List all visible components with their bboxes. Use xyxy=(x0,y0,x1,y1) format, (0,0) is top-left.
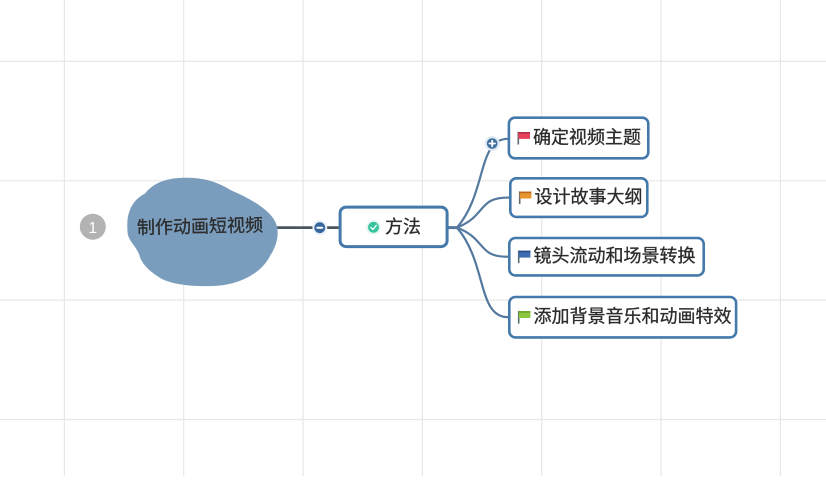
svg-text:制作动画短视频: 制作动画短视频 xyxy=(137,215,263,238)
svg-text:方法: 方法 xyxy=(385,217,421,237)
svg-text:1: 1 xyxy=(88,220,97,237)
svg-text:镜头流动和场景转换: 镜头流动和场景转换 xyxy=(534,246,696,266)
svg-text:添加背景音乐和动画特效: 添加背景音乐和动画特效 xyxy=(534,306,732,326)
svg-text:确定视频主题: 确定视频主题 xyxy=(533,127,641,147)
svg-text:设计故事大纲: 设计故事大纲 xyxy=(535,187,643,207)
